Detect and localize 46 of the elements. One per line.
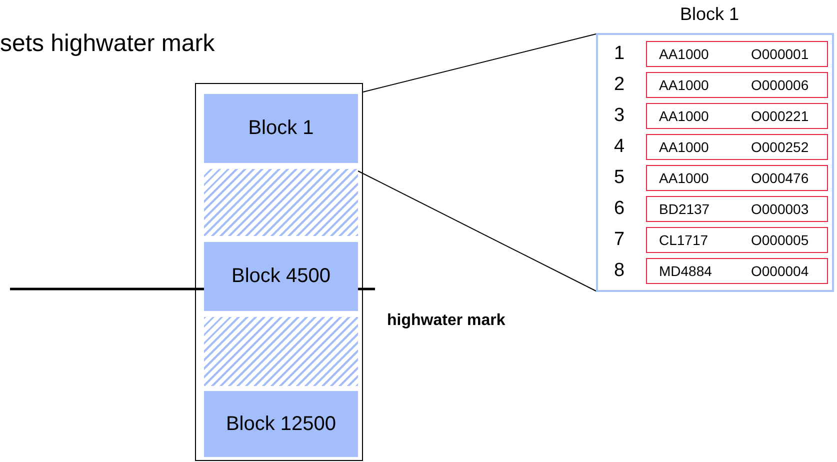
record-id: O000006 [751, 77, 809, 93]
record-row [646, 227, 828, 253]
block-box [204, 94, 358, 163]
zoom-line [358, 170, 596, 292]
row-number: 6 [614, 198, 625, 220]
record-row [646, 134, 828, 160]
panel-heading: Block 1 [680, 4, 740, 25]
record-row [646, 196, 828, 222]
block-label: Block 4500 [232, 265, 330, 288]
record-id: O000001 [751, 46, 809, 62]
record-row [646, 258, 828, 284]
record-key: AA1000 [659, 170, 709, 186]
record-id: O000476 [751, 170, 809, 186]
row-number: 7 [614, 229, 625, 251]
record-key: AA1000 [659, 46, 709, 62]
record-key: CL1717 [659, 232, 708, 248]
record-row [646, 72, 828, 98]
block-box [204, 391, 358, 457]
record-key: AA1000 [659, 139, 709, 155]
record-key: BD2137 [659, 201, 710, 217]
line-label: highwater mark [387, 312, 506, 330]
record-key: MD4884 [659, 263, 712, 279]
record-key: AA1000 [659, 77, 709, 93]
row-number: 1 [614, 43, 625, 65]
record-key: AA1000 [659, 108, 709, 124]
record-id: O000252 [751, 139, 809, 155]
column-outline [195, 83, 363, 461]
hatched-block [204, 169, 358, 236]
block-label: Block 1 [248, 117, 314, 140]
row-number: 8 [614, 260, 625, 282]
row-number: 4 [614, 136, 625, 158]
zoom-line [362, 34, 596, 92]
record-row [646, 103, 828, 129]
record-id: O000003 [751, 201, 809, 217]
block-label: Block 12500 [226, 412, 336, 436]
record-id: O000005 [751, 232, 809, 248]
block-box [204, 242, 358, 311]
record-id: O000221 [751, 108, 809, 124]
row-number: 3 [614, 105, 625, 127]
hatched-block [204, 317, 358, 386]
row-number: 2 [614, 74, 625, 96]
title-text: sets highwater mark [0, 30, 215, 58]
record-row [646, 165, 828, 191]
record-row [646, 41, 828, 67]
record-id: O000004 [751, 263, 809, 279]
row-number: 5 [614, 167, 625, 189]
